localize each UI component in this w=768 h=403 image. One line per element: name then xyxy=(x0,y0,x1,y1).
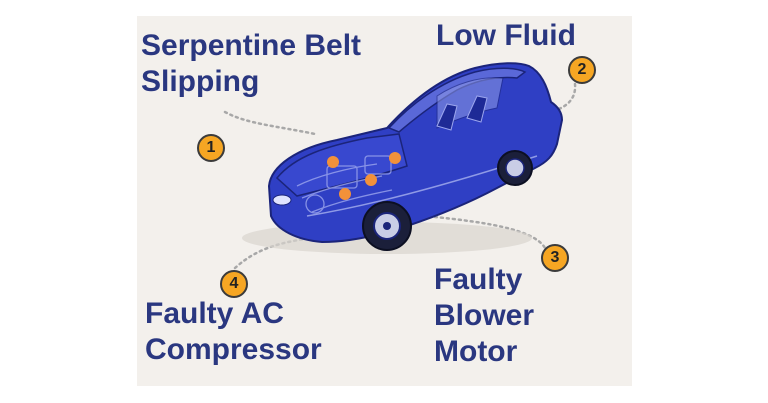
badge-1: 1 xyxy=(197,134,225,162)
label-serpentine-belt: Serpentine Belt Slipping xyxy=(141,28,361,100)
label-low-fluid-line1: Low Fluid xyxy=(436,18,576,54)
badge-3: 3 xyxy=(541,244,569,272)
hotspot-marker xyxy=(339,188,351,200)
label-faulty-ac-compressor: Faulty AC Compressor xyxy=(145,296,322,368)
label-blower-line1: Faulty xyxy=(434,262,534,298)
hotspot-marker xyxy=(389,152,401,164)
label-blower-line3: Motor xyxy=(434,334,534,370)
label-ac-line2: Compressor xyxy=(145,332,322,368)
label-serpentine-line2: Slipping xyxy=(141,64,361,100)
leader-line-1 xyxy=(225,112,315,134)
hotspot-marker xyxy=(365,174,377,186)
badge-4: 4 xyxy=(220,270,248,298)
label-blower-line2: Blower xyxy=(434,298,534,334)
hotspot-marker xyxy=(327,156,339,168)
label-serpentine-line1: Serpentine Belt xyxy=(141,28,361,64)
label-faulty-blower-motor: Faulty Blower Motor xyxy=(434,262,534,370)
label-ac-line1: Faulty AC xyxy=(145,296,322,332)
label-low-fluid: Low Fluid xyxy=(436,18,576,54)
diagram-panel: Serpentine Belt Slipping Low Fluid Fault… xyxy=(137,16,632,386)
badge-2: 2 xyxy=(568,56,596,84)
